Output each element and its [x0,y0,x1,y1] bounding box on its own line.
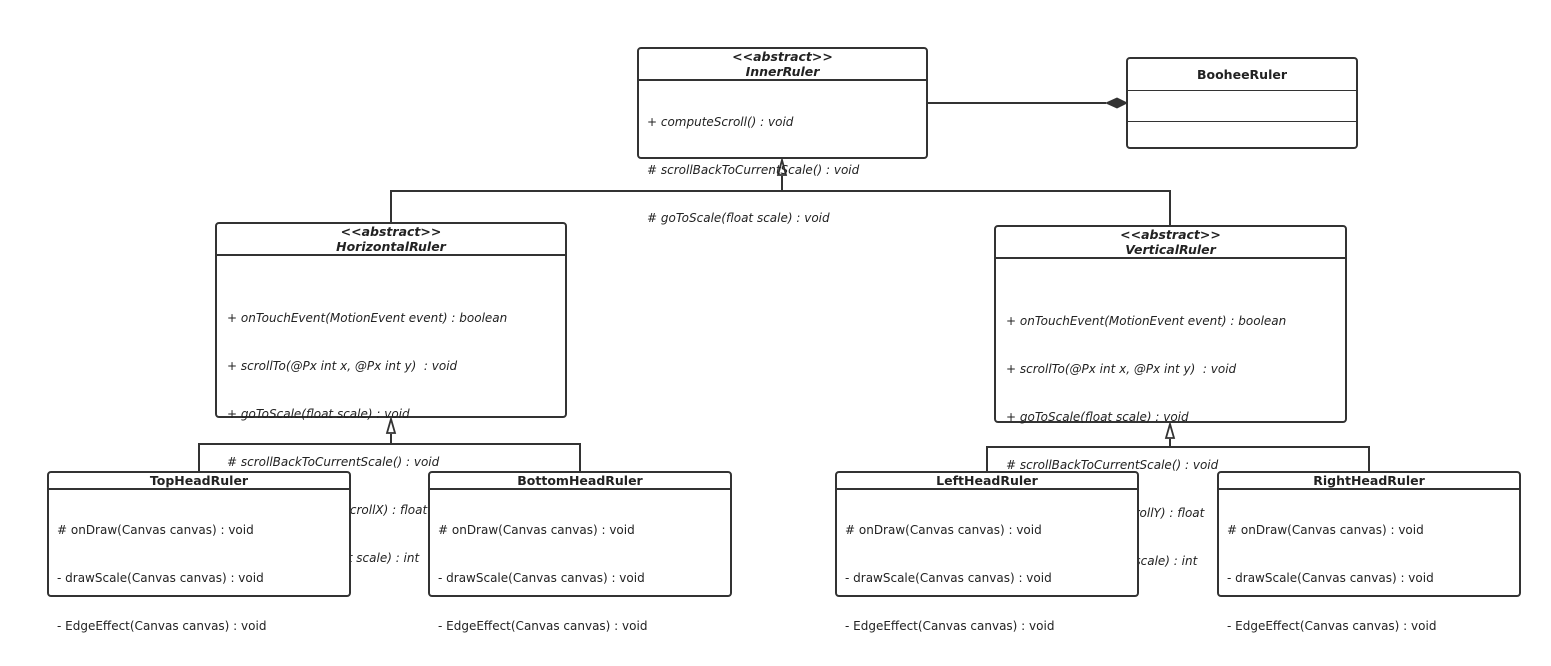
operation: # goToScale(float scale) : void [647,211,830,225]
attributes-compartment [49,489,349,490]
operation: - EdgeEffect(Canvas canvas) : void [1227,619,1437,633]
operations-compartment: + computeScroll() : void # scrollBackToC… [639,81,926,258]
class-vertical-ruler[interactable]: <<abstract>> VerticalRuler + onTouchEven… [994,225,1347,568]
operations-compartment: # onDraw(Canvas canvas) : void - drawSca… [837,490,1137,666]
inheritance-line-bottom-to-horizontal [391,443,581,472]
inheritance-line-right-to-vertical [1170,446,1370,472]
class-name: InnerRuler [745,64,820,79]
operations-compartment: # onDraw(Canvas canvas) : void - drawSca… [430,490,730,666]
operation: + onTouchEvent(MotionEvent event) : bool… [1006,314,1287,328]
composition-diamond [1104,97,1129,109]
class-name: LeftHeadRuler [936,473,1038,488]
operation: - drawScale(Canvas canvas) : void [57,571,264,585]
operation: # onDraw(Canvas canvas) : void [438,523,635,537]
class-inner-ruler[interactable]: <<abstract>> InnerRuler + computeScroll(… [637,47,928,225]
class-left-head-ruler[interactable]: LeftHeadRuler # onDraw(Canvas canvas) : … [835,471,1139,633]
operation: # onDraw(Canvas canvas) : void [57,523,254,537]
attributes-compartment [837,489,1137,490]
operations-compartment: # onDraw(Canvas canvas) : void - drawSca… [49,490,349,666]
operation: + scrollTo(@Px int x, @Px int y) : void [227,359,458,373]
attributes-compartment [1128,91,1356,122]
class-name-compartment: TopHeadRuler [49,473,349,489]
class-name: RightHeadRuler [1313,473,1425,488]
class-name: BooheeRuler [1196,67,1287,82]
inheritance-arrowhead-vertical [1164,420,1176,439]
operation: + scrollTo(@Px int x, @Px int y) : void [1006,362,1237,376]
class-horizontal-ruler[interactable]: <<abstract>> HorizontalRuler + onTouchEv… [215,222,567,565]
attributes-compartment [430,489,730,490]
operations-compartment [1128,122,1356,147]
operation: + goToScale(float scale) : void [1006,410,1189,424]
operation: + computeScroll() : void [647,115,794,129]
relationship-connectors [198,97,1370,472]
class-name: TopHeadRuler [149,473,249,488]
class-name-compartment: <<abstract>> InnerRuler [639,49,926,80]
class-name: VerticalRuler [1125,242,1216,257]
inheritance-arrowhead-inner [776,156,788,176]
operation: # onDraw(Canvas canvas) : void [845,523,1042,537]
operation: - EdgeEffect(Canvas canvas) : void [438,619,648,633]
attributes-compartment [217,255,565,256]
class-name-compartment: <<abstract>> VerticalRuler [996,227,1345,258]
operation: + onTouchEvent(MotionEvent event) : bool… [227,311,508,325]
class-right-head-ruler[interactable]: RightHeadRuler # onDraw(Canvas canvas) :… [1217,471,1521,633]
class-name-compartment: BottomHeadRuler [430,473,730,489]
operation: # onDraw(Canvas canvas) : void [1227,523,1424,537]
class-top-head-ruler[interactable]: TopHeadRuler # onDraw(Canvas canvas) : v… [47,471,351,633]
attributes-compartment [996,258,1345,259]
operation: + goToScale(float scale) : void [227,407,410,421]
operation: # scrollBackToCurrentScale() : void [227,455,440,469]
attributes-compartment [639,80,926,81]
operation: # scrollBackToCurrentScale() : void [1006,458,1219,472]
attributes-compartment [1219,489,1519,490]
class-name: HorizontalRuler [336,239,446,254]
stereotype-label: <<abstract>> [1120,227,1221,242]
inheritance-line-vertical-to-inner [782,190,1171,226]
class-name-compartment: LeftHeadRuler [837,473,1137,489]
operation: - drawScale(Canvas canvas) : void [438,571,645,585]
class-boohee-ruler[interactable]: BooheeRuler [1126,57,1358,149]
class-name: BottomHeadRuler [517,473,643,488]
operation: - drawScale(Canvas canvas) : void [1227,571,1434,585]
operation: - EdgeEffect(Canvas canvas) : void [845,619,1055,633]
inheritance-arrowhead-horizontal [385,415,397,434]
class-name-compartment: <<abstract>> HorizontalRuler [217,224,565,255]
inheritance-line-left-to-vertical [986,439,1171,472]
class-bottom-head-ruler[interactable]: BottomHeadRuler # onDraw(Canvas canvas) … [428,471,732,633]
operation: - drawScale(Canvas canvas) : void [845,571,1052,585]
inheritance-line-horizontal-to-inner [390,176,783,223]
class-name-compartment: RightHeadRuler [1219,473,1519,489]
stereotype-label: <<abstract>> [732,49,833,64]
inheritance-line-top-to-horizontal [198,434,392,472]
class-name-compartment: BooheeRuler [1128,59,1356,91]
stereotype-label: <<abstract>> [340,224,442,239]
operation: # scrollBackToCurrentScale() : void [647,163,860,177]
operations-compartment: # onDraw(Canvas canvas) : void - drawSca… [1219,490,1519,666]
operation: - EdgeEffect(Canvas canvas) : void [57,619,267,633]
